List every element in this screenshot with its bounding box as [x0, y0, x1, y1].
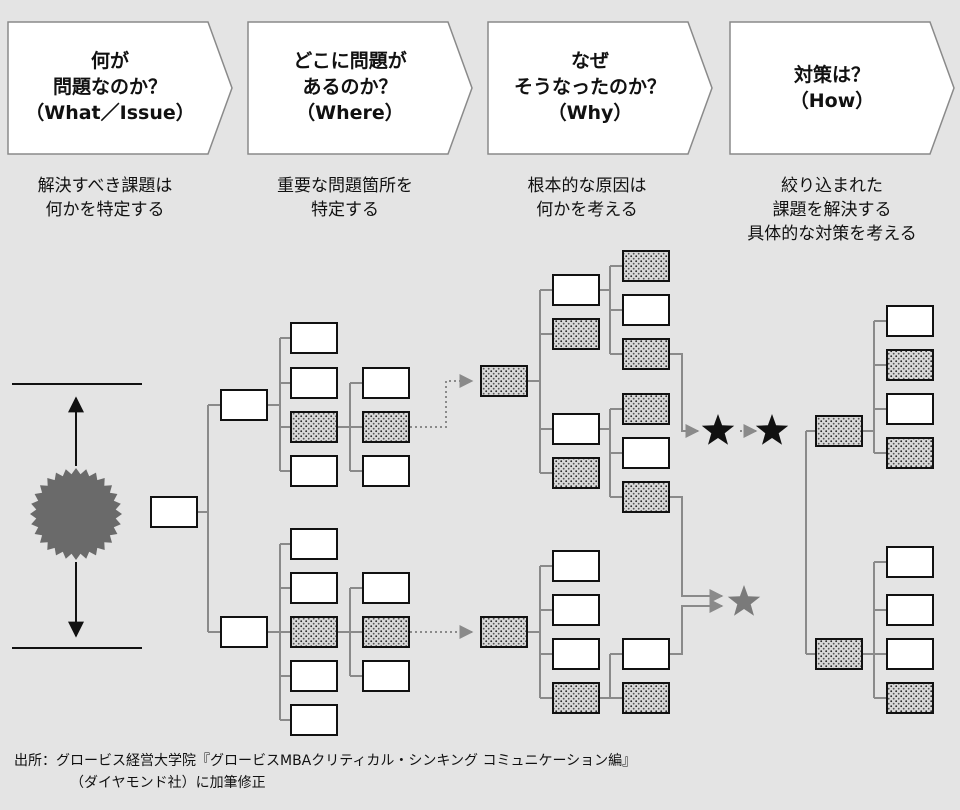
tree-box [622, 294, 670, 326]
highlighted-box [622, 481, 670, 513]
tree-box [886, 393, 934, 425]
tree-box [290, 704, 338, 736]
star-secondary-icon [727, 585, 761, 616]
problem-indicator [12, 383, 142, 649]
dotted-arrows [410, 374, 758, 639]
header-chevrons [7, 21, 955, 155]
tree-box [290, 455, 338, 487]
header-title-how: 対策は？ （How） [789, 64, 875, 112]
tree-box [220, 389, 268, 421]
star-primary-icon [755, 414, 789, 445]
header-title-what: 何が 問題なのか？ （What／Issue） [25, 50, 195, 124]
tree-box [362, 660, 410, 692]
tree-boxes [150, 250, 934, 736]
dotted-arrow-top [410, 374, 474, 428]
header-desc-where: 重要な問題箇所を 特定する [277, 176, 413, 220]
highlighted-box [622, 338, 670, 370]
tree-box [552, 638, 600, 670]
tree-box [552, 550, 600, 582]
cause-arrows [669, 353, 724, 655]
tree-box [886, 638, 934, 670]
chevron-where [247, 21, 473, 155]
tree-box [552, 413, 600, 445]
header-desc-why: 根本的な原因は 何かを考える [527, 176, 647, 220]
highlighted-box [480, 616, 528, 648]
highlighted-box [552, 682, 600, 714]
header-title-why: なぜ そうなったのか？ （Why） [513, 50, 666, 124]
highlighted-box [362, 411, 410, 443]
tree-box [886, 594, 934, 626]
tree-box [362, 455, 410, 487]
header-desc-what: 解決すべき課題は 何かを特定する [37, 176, 173, 220]
tree-box [290, 572, 338, 604]
highlighted-box [290, 616, 338, 648]
chevron-why [487, 21, 713, 155]
tree-box [290, 528, 338, 560]
highlighted-box [622, 393, 670, 425]
highlighted-box [622, 250, 670, 282]
highlighted-box [815, 415, 863, 447]
source-citation: 出所：グロービス経営大学院『グロービスMBAクリティカル・シンキング コミュニケ… [14, 750, 636, 794]
tree-connectors [197, 265, 887, 721]
arrow-to-star-secondary-b [669, 599, 724, 655]
highlighted-box [622, 682, 670, 714]
header-desc-how: 絞り込まれた 課題を解決する 具体的な対策を考える [747, 176, 917, 244]
problem-burst-icon [30, 468, 122, 560]
highlighted-box [552, 318, 600, 350]
highlighted-box [290, 411, 338, 443]
highlighted-box [886, 682, 934, 714]
tree-box [290, 660, 338, 692]
tree-box [290, 367, 338, 399]
tree-box [220, 616, 268, 648]
tree-box [552, 594, 600, 626]
highlighted-box [886, 437, 934, 469]
tree-box [362, 367, 410, 399]
highlighted-box [815, 638, 863, 670]
highlighted-box [552, 457, 600, 489]
tree-box [362, 572, 410, 604]
chevron-what [7, 21, 233, 155]
header-title-where: どこに問題が あるのか？ （Where） [293, 50, 407, 124]
tree-box [886, 546, 934, 578]
star-primary-icon [701, 414, 735, 445]
arrow-to-star-secondary-a [669, 496, 724, 603]
source-line-1: 出所：グロービス経営大学院『グロービスMBAクリティカル・シンキング コミュニケ… [14, 753, 637, 769]
tree-box [886, 305, 934, 337]
tree-box [150, 496, 198, 528]
chevron-how [729, 21, 955, 155]
highlighted-box [886, 349, 934, 381]
tree-box [622, 638, 670, 670]
tree-box [552, 274, 600, 306]
stars [701, 414, 789, 616]
tree-box [622, 437, 670, 469]
highlighted-box [362, 616, 410, 648]
arrow-to-star-primary [669, 353, 700, 438]
tree-box [290, 322, 338, 354]
highlighted-box [480, 365, 528, 397]
source-line-2: （ダイヤモンド社）に加筆修正 [70, 775, 266, 791]
